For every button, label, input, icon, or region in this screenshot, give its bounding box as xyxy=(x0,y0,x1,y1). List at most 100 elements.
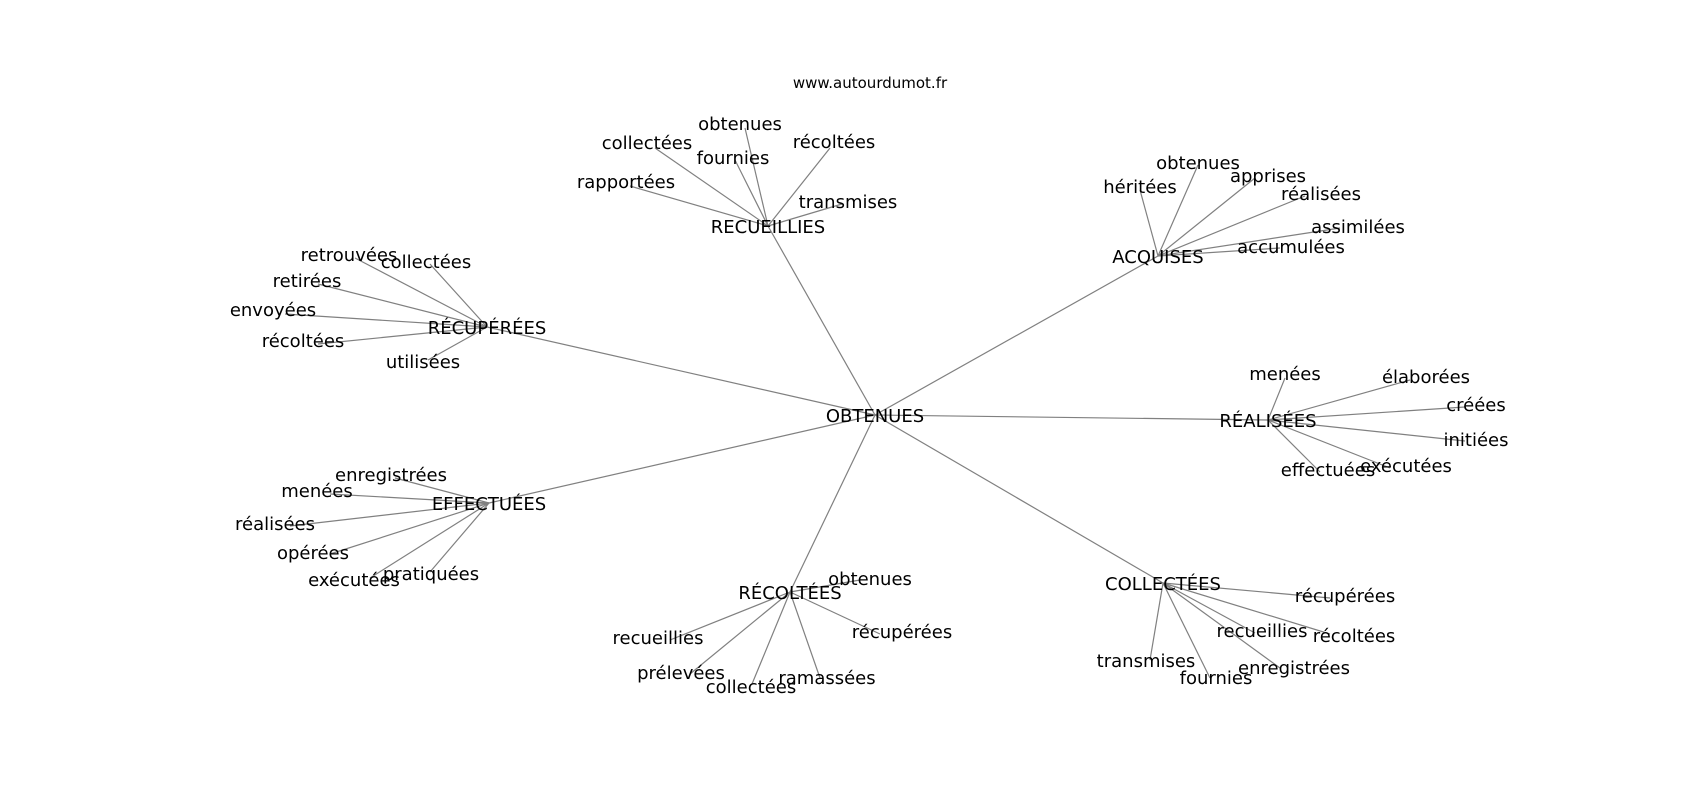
edge-cluster-to-leaf xyxy=(1149,582,1164,661)
edge-cluster-to-leaf xyxy=(1162,582,1211,679)
edge-cluster-to-leaf xyxy=(289,502,490,527)
leaf-word[interactable]: récoltées xyxy=(793,132,876,153)
edge-cluster-to-leaf xyxy=(654,147,769,227)
edge-cluster-to-leaf xyxy=(1267,419,1391,469)
edge-cluster-to-leaf xyxy=(751,591,791,685)
cluster-word[interactable]: RÉALISÉES xyxy=(1219,410,1316,432)
leaf-word[interactable]: ramassées xyxy=(778,668,875,689)
edge-cluster-to-leaf xyxy=(329,502,490,555)
source-label: www.autourdumot.fr xyxy=(793,74,948,92)
edge-cluster-to-leaf xyxy=(1267,419,1321,473)
leaf-word[interactable]: collectées xyxy=(602,133,692,154)
edge-cluster-to-leaf xyxy=(1162,582,1331,635)
edge-center-to-cluster xyxy=(874,414,1164,584)
edge-cluster-to-leaf xyxy=(1157,247,1281,257)
leaf-word[interactable]: élaborées xyxy=(1382,367,1470,388)
edge-cluster-to-leaf xyxy=(429,502,490,573)
edge-center-to-cluster xyxy=(488,414,876,504)
edge-cluster-to-leaf xyxy=(789,591,881,635)
leaf-word[interactable]: rapportées xyxy=(577,172,675,193)
edge-cluster-to-leaf xyxy=(317,326,488,345)
edge-cluster-to-leaf xyxy=(734,159,769,227)
leaf-word[interactable]: réalisées xyxy=(235,514,315,535)
edge-cluster-to-leaf xyxy=(669,591,791,641)
leaf-word[interactable]: retrouvées xyxy=(301,245,398,266)
edge-cluster-to-leaf xyxy=(394,477,490,504)
edge-cluster-to-leaf xyxy=(1162,582,1281,669)
leaf-word[interactable]: recueillies xyxy=(1217,621,1308,642)
leaf-word[interactable]: recueillies xyxy=(613,628,704,649)
leaf-word[interactable]: obtenues xyxy=(828,569,912,590)
edge-cluster-to-leaf xyxy=(1162,582,1331,599)
edge-cluster-to-leaf xyxy=(1267,419,1466,442)
leaf-word[interactable]: réalisées xyxy=(1281,184,1361,205)
edge-cluster-to-leaf xyxy=(284,313,488,328)
edge-cluster-to-leaf xyxy=(1157,195,1306,257)
edge-cluster-to-leaf xyxy=(317,283,488,328)
leaf-word[interactable]: assimilées xyxy=(1311,217,1405,238)
edge-cluster-to-leaf xyxy=(427,326,488,361)
leaf-word[interactable]: fournies xyxy=(697,148,770,169)
cluster-word[interactable]: EFFECTUÉES xyxy=(432,493,546,515)
leaf-word[interactable]: utilisées xyxy=(386,352,460,373)
edge-cluster-to-leaf xyxy=(1157,164,1199,257)
cluster-word[interactable]: RÉCUPÉRÉES xyxy=(428,317,547,339)
center-word[interactable]: OBTENUES xyxy=(826,406,924,427)
leaf-word[interactable]: initiées xyxy=(1444,430,1509,451)
leaf-word[interactable]: transmises xyxy=(1097,651,1196,672)
leaf-word[interactable]: menées xyxy=(1249,364,1321,385)
leaf-word[interactable]: effectuées xyxy=(1281,460,1375,481)
leaf-word[interactable]: pratiquées xyxy=(383,564,479,585)
leaf-word[interactable]: fournies xyxy=(1180,668,1253,689)
leaf-word[interactable]: collectées xyxy=(381,252,471,273)
leaf-word[interactable]: transmises xyxy=(799,192,898,213)
leaf-word[interactable]: enregistrées xyxy=(1238,658,1350,679)
leaf-word[interactable]: exécutées xyxy=(1360,456,1452,477)
leaf-word[interactable]: exécutées xyxy=(308,570,400,591)
leaf-word[interactable]: héritées xyxy=(1103,177,1176,198)
leaf-word[interactable]: obtenues xyxy=(1156,153,1240,174)
edge-cluster-to-leaf xyxy=(1267,377,1286,421)
leaf-word[interactable]: récupérées xyxy=(1295,586,1395,607)
edge-cluster-to-leaf xyxy=(689,591,791,675)
leaf-word[interactable]: retirées xyxy=(273,271,342,292)
edge-cluster-to-leaf xyxy=(429,263,488,328)
cluster-word[interactable]: COLLECTÉES xyxy=(1105,573,1221,595)
leaf-word[interactable]: envoyées xyxy=(230,300,316,321)
edge-center-to-cluster xyxy=(789,414,876,593)
edge-center-to-cluster xyxy=(874,255,1159,416)
edge-cluster-to-leaf xyxy=(369,502,490,579)
edge-center-to-cluster xyxy=(486,326,876,416)
leaf-word[interactable]: créées xyxy=(1446,395,1506,416)
edge-cluster-to-leaf xyxy=(1267,406,1466,421)
leaf-word[interactable]: enregistrées xyxy=(335,465,447,486)
leaf-word[interactable]: récoltées xyxy=(262,331,345,352)
leaf-word[interactable]: menées xyxy=(281,481,353,502)
edge-cluster-to-leaf xyxy=(789,579,861,593)
edge-cluster-to-leaf xyxy=(1267,379,1411,421)
leaf-word[interactable]: obtenues xyxy=(698,114,782,135)
cluster-word[interactable]: RECUEILLIES xyxy=(711,217,825,238)
leaf-word[interactable]: accumulées xyxy=(1237,237,1345,258)
cluster-word[interactable]: RÉCOLTÉES xyxy=(738,582,841,604)
leaf-word[interactable]: prélevées xyxy=(637,663,725,684)
edge-cluster-to-leaf xyxy=(329,493,490,504)
cluster-word[interactable]: ACQUISES xyxy=(1112,247,1203,268)
edges xyxy=(284,127,1466,685)
edge-cluster-to-leaf xyxy=(629,185,769,227)
edge-cluster-to-leaf xyxy=(767,203,843,227)
labels: obtenues collectées récoltées fournies rappo… xyxy=(230,114,1509,698)
leaf-word[interactable]: opérées xyxy=(277,543,349,564)
leaf-word[interactable]: récupérées xyxy=(852,622,952,643)
edge-cluster-to-leaf xyxy=(744,127,769,227)
edge-cluster-to-leaf xyxy=(1157,227,1341,257)
edge-cluster-to-leaf xyxy=(767,147,831,227)
edge-cluster-to-leaf xyxy=(354,257,488,328)
leaf-word[interactable]: récoltées xyxy=(1313,626,1396,647)
edge-center-to-cluster xyxy=(767,225,876,416)
leaf-word[interactable]: apprises xyxy=(1230,166,1306,187)
edge-center-to-cluster xyxy=(874,414,1269,421)
edge-cluster-to-leaf xyxy=(789,591,821,679)
leaf-word[interactable]: collectées xyxy=(706,677,796,698)
